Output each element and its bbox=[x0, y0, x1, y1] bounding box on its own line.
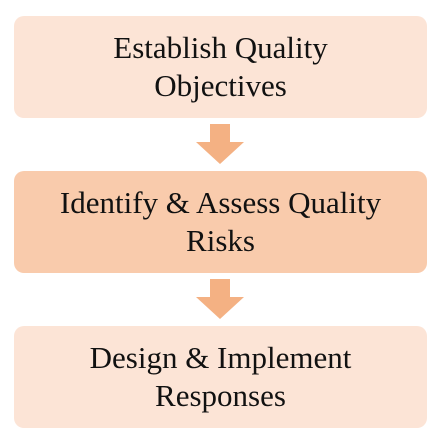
step-label-line: Design & Implement bbox=[89, 340, 352, 375]
step-label-line: Identify & Assess Quality bbox=[59, 185, 382, 220]
step-label: Establish Quality Objectives bbox=[113, 29, 327, 105]
step-label-line: Objectives bbox=[154, 68, 287, 103]
step-establish-quality-objectives: Establish Quality Objectives bbox=[14, 16, 427, 118]
down-arrow-icon bbox=[196, 279, 244, 319]
down-arrow-icon bbox=[196, 124, 244, 164]
step-label: Identify & Assess Quality Risks bbox=[60, 184, 381, 260]
step-label: Design & Implement Responses bbox=[90, 339, 352, 415]
step-label-line: Risks bbox=[186, 223, 255, 258]
step-design-implement-responses: Design & Implement Responses bbox=[14, 326, 427, 428]
step-label-line: Establish Quality bbox=[113, 30, 328, 65]
step-label-line: Responses bbox=[155, 378, 286, 413]
step-identify-assess-quality-risks: Identify & Assess Quality Risks bbox=[14, 171, 427, 273]
